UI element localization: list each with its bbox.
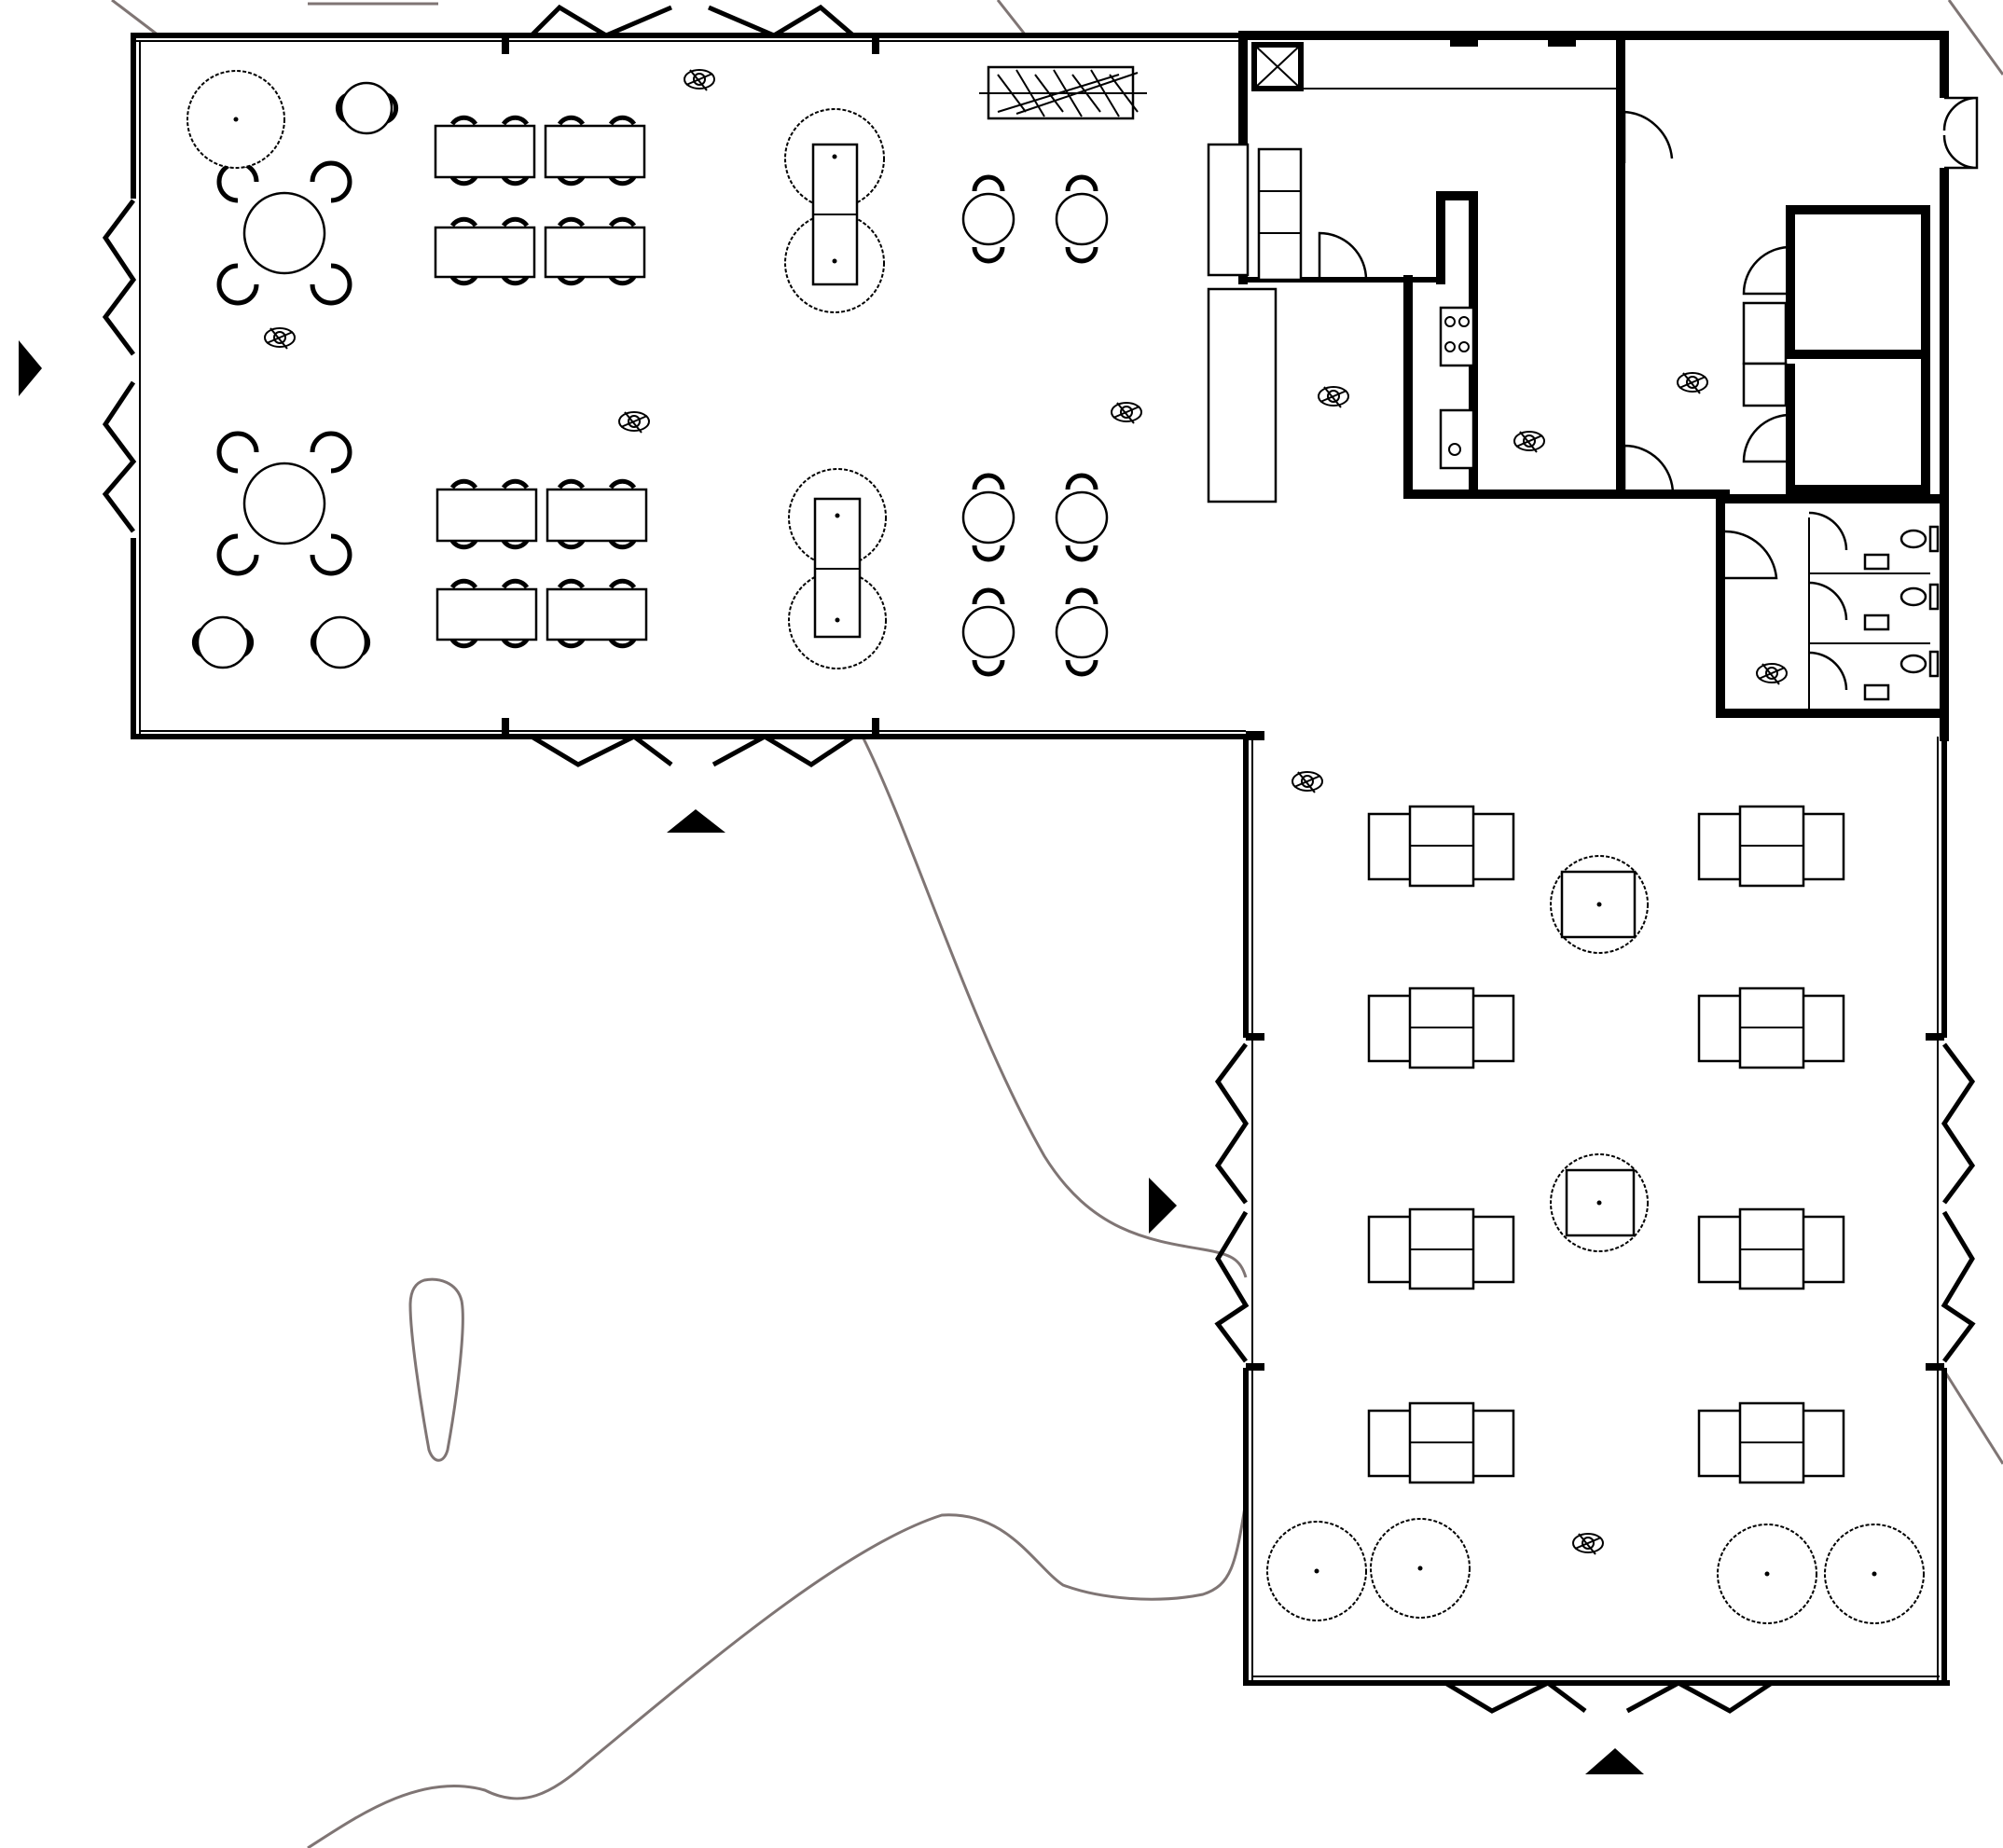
round-table-4-bottom [216,431,352,576]
terrace-table [1367,986,1515,1069]
single-round-table [961,174,1015,264]
folding-door-top-left[interactable] [530,4,855,38]
round-table-2-bottom-b [310,615,371,669]
terrace-table [1697,1401,1845,1484]
person [1318,386,1349,408]
door-stall-1 [1808,511,1848,551]
single-round-tables [961,174,1109,677]
entrance-arrow-south-left [667,809,725,833]
rect-table [435,478,538,550]
door-stall-3 [1808,651,1848,691]
entrance-arrow-south-right [1585,1748,1644,1774]
folding-door-terrace-bottom[interactable] [1444,1680,1774,1714]
rect-table [544,216,646,286]
door-office-top [1623,110,1674,163]
rect-table [546,578,648,649]
interior-doors[interactable] [1318,96,1979,691]
person [1677,372,1708,394]
terrace-table [1367,1207,1515,1290]
round-table-2-top [335,81,399,135]
single-round-table [1055,587,1109,677]
person [1756,663,1788,685]
folding-door-bottom-left[interactable] [530,734,855,767]
door-storage-top [1742,245,1791,296]
entrance-arrow-terrace [1149,1178,1177,1234]
terrace-tables [1367,805,1845,1484]
trees-terrace [1266,855,1925,1624]
rect-table [546,478,648,550]
entrance-arrows [19,340,1644,1774]
door-exterior-right [1942,96,1979,170]
door-stall-2 [1808,581,1848,621]
entrance-arrow-west [19,340,42,396]
terrace-table [1697,805,1845,888]
person [1111,402,1142,424]
terrace-table [1367,1401,1515,1484]
rect-table [434,115,536,186]
terrace-table [1367,805,1515,888]
terrace-table [1697,1207,1845,1290]
person [1572,1533,1604,1555]
person [618,411,650,434]
single-round-table [961,587,1015,677]
folding-door-terrace-right[interactable] [1941,1042,1976,1363]
kitchen-appliances [1439,306,1475,470]
door-kitchen [1318,231,1368,281]
door-office-bottom [1623,444,1675,495]
storage-shelving [1742,301,1788,407]
person [264,327,296,350]
single-round-table [1055,473,1109,562]
service-counter [1207,143,1303,503]
folding-door-terrace-left[interactable] [1214,1042,1250,1363]
single-round-table [1055,174,1109,264]
people [264,69,1788,1555]
door-storage-bottom [1742,413,1791,463]
rect-table [544,115,646,186]
rect-table [434,216,536,286]
rect-table [435,578,538,649]
folding-door-left-side[interactable] [102,199,137,533]
toilets [1863,525,1940,701]
right-building-walls [1238,31,1949,741]
single-round-table [961,473,1015,562]
round-table-2-bottom-a [191,615,255,669]
person [1292,771,1323,793]
terrace-walls [1243,731,1950,1686]
door-restroom [1724,530,1778,580]
planter-box [979,65,1147,120]
terrace-table [1697,986,1845,1069]
person [1513,431,1545,453]
person [684,69,715,91]
rect-tables-block-top [434,115,646,286]
terrain-contours [111,0,2003,1848]
trees-left-hall [186,70,887,669]
left-hall-walls [131,33,1252,739]
round-table-4-top [216,160,352,306]
rect-tables-block-bottom [435,478,648,649]
